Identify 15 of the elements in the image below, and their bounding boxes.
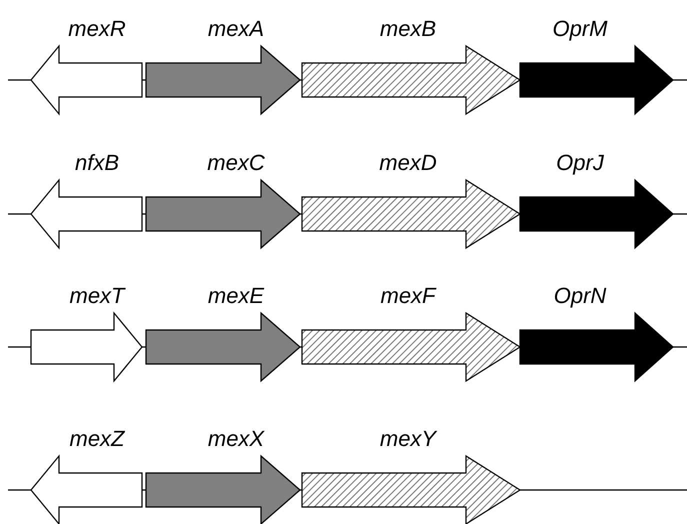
gene-label: mexF bbox=[380, 283, 436, 309]
gene-label: mexE bbox=[208, 283, 264, 309]
gene-label: mexA bbox=[208, 16, 264, 42]
gene-label: OprJ bbox=[556, 150, 604, 176]
gene-label: mexY bbox=[380, 426, 436, 452]
gene-label: mexZ bbox=[70, 426, 124, 452]
gene-label: OprM bbox=[552, 16, 608, 42]
gene-label: mexB bbox=[380, 16, 436, 42]
gene-label: mexX bbox=[208, 426, 264, 452]
gene-label: mexC bbox=[207, 150, 265, 176]
gene-label: mexD bbox=[379, 150, 437, 176]
gene-label: mexT bbox=[70, 283, 124, 309]
gene-label: nfxB bbox=[74, 150, 120, 176]
gene-label: OprN bbox=[554, 283, 606, 309]
gene-label: mexR bbox=[68, 16, 126, 42]
